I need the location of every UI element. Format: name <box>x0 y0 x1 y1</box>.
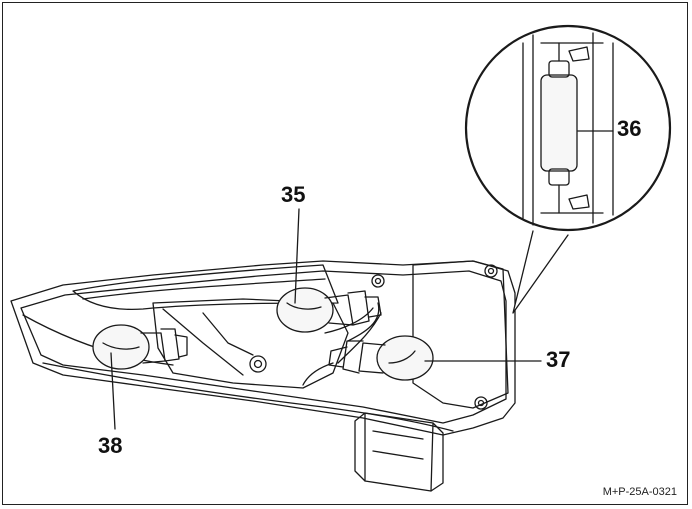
tail-light-drawing <box>10 24 672 492</box>
bulb-38-drawing <box>92 324 188 370</box>
bulb-35-drawing <box>276 287 382 333</box>
mount-hole-bottom-right <box>474 396 488 410</box>
magnifier-bubble <box>464 24 672 314</box>
lamp-housing-outline <box>10 260 516 436</box>
callout-36: 36 <box>617 116 642 141</box>
leader-35 <box>294 208 300 304</box>
callout-37: 37 <box>546 347 571 372</box>
mount-hole-top-right <box>484 264 498 278</box>
bulb-37-drawing <box>328 335 434 381</box>
leader-38 <box>110 352 116 430</box>
reference-code: M+P-25A-0321 <box>602 486 677 498</box>
wiring-harness <box>324 302 382 364</box>
mount-hole-upper <box>371 274 385 288</box>
lamp-lower-edge <box>42 362 454 432</box>
magnifier-pointer <box>512 230 569 314</box>
diagram-frame: 35 36 37 38 M+P-25A-0321 <box>2 2 688 505</box>
reflector-line <box>82 278 326 300</box>
callout-38: 38 <box>98 433 123 458</box>
callout-35: 35 <box>281 182 306 207</box>
connector-plug-drawing <box>354 412 444 492</box>
mount-hole-center <box>249 355 267 373</box>
housing-right-block <box>412 260 509 409</box>
